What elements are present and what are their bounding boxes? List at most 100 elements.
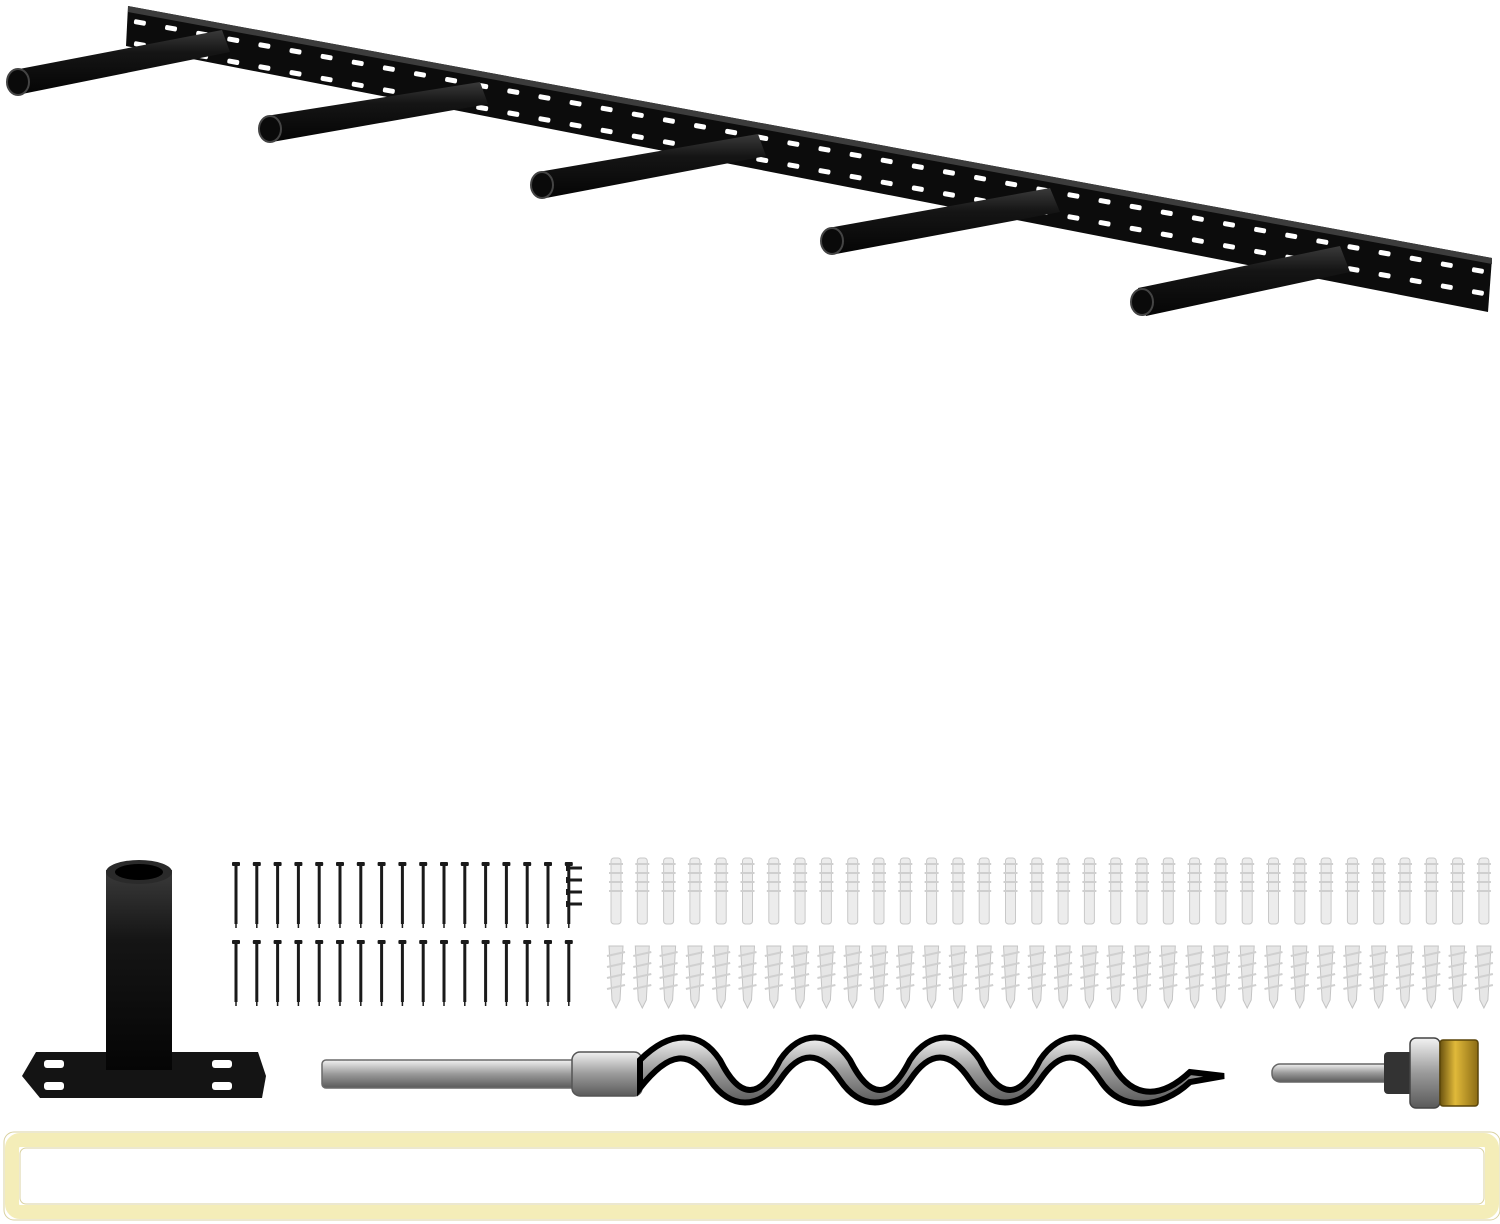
drywall-anchor (1343, 945, 1362, 1010)
screw (502, 940, 511, 1006)
slot-hole (662, 117, 675, 124)
screw (356, 862, 365, 928)
drywall-anchor (633, 945, 652, 1010)
drywall-anchor (1211, 945, 1231, 1010)
screw (252, 862, 261, 928)
slot-hole (1160, 231, 1173, 239)
plastic-anchor (1292, 857, 1307, 925)
slot-hole (787, 140, 800, 147)
plastic-wall-anchors (609, 857, 1491, 925)
slot-hole (1440, 283, 1453, 290)
slot-hole (351, 81, 364, 89)
auger-drill-bit (321, 1034, 1225, 1107)
slot-hole (320, 75, 333, 83)
drywall-anchor (1001, 945, 1020, 1010)
slot-hole (1471, 289, 1484, 296)
bracket-back-bar (126, 6, 1492, 312)
plastic-anchor (1319, 857, 1334, 925)
slot-hole (289, 48, 302, 55)
screw (315, 940, 324, 1006)
drywall-anchor (1316, 945, 1336, 1010)
screw (294, 862, 303, 928)
plastic-anchor (845, 857, 860, 925)
slot-hole (662, 139, 675, 146)
slot-hole (538, 116, 551, 123)
auger-spiral (637, 1034, 1225, 1107)
slot-hole (1222, 243, 1236, 250)
slot-hole (569, 122, 582, 129)
slot-hole (756, 156, 769, 164)
plastic-anchor (1266, 857, 1281, 925)
drywall-anchor (817, 945, 836, 1010)
slot-hole (413, 71, 426, 78)
slot-hole (1005, 180, 1018, 188)
slot-hole (320, 53, 333, 61)
slot-hole (476, 104, 489, 112)
plastic-anchor (924, 857, 939, 925)
drywall-anchor (896, 945, 915, 1010)
plastic-anchor (635, 857, 650, 925)
slot-hole (1098, 220, 1111, 227)
slot-hole (1191, 237, 1204, 244)
slot-hole (942, 191, 955, 198)
plastic-anchor (1424, 857, 1439, 925)
slot-hole (725, 128, 738, 136)
screw (336, 862, 344, 928)
drywall-anchor (843, 945, 862, 1010)
slot-hole (911, 163, 924, 170)
screw (523, 940, 532, 1006)
slot-hole (1440, 261, 1453, 268)
slot-hole (227, 36, 240, 43)
slot-hole (1378, 250, 1391, 257)
slot-hole (1347, 244, 1360, 251)
bracket-rod-3 (530, 134, 766, 199)
drywall-anchor (1159, 945, 1178, 1010)
plastic-anchor (609, 857, 623, 925)
drywall-anchor (1132, 945, 1152, 1010)
screw (273, 940, 282, 1006)
slot-hole (1191, 215, 1204, 222)
slot-hole (165, 25, 178, 32)
screw (523, 862, 532, 928)
slot-hole (942, 169, 955, 176)
plastic-anchor (766, 857, 781, 925)
drywall-anchor (1290, 945, 1310, 1010)
slot-hole (600, 105, 613, 113)
floating-shelf-bracket (6, 6, 1492, 316)
slot-hole (849, 173, 862, 181)
slot-hole (1316, 238, 1329, 245)
slot-hole (1067, 192, 1080, 199)
plastic-anchor (1476, 857, 1491, 925)
plastic-anchor (977, 857, 992, 925)
mounting-plate-base (22, 1052, 266, 1098)
drywall-anchor (659, 945, 678, 1010)
screw (481, 862, 490, 928)
slot-hole (538, 94, 551, 101)
screw (273, 862, 282, 928)
mounting-sleeve (106, 870, 172, 1070)
slot-hole (818, 168, 831, 175)
plastic-anchor (1398, 857, 1412, 925)
slot-hole (1254, 226, 1267, 234)
screw (502, 862, 511, 928)
drywall-anchor (1237, 945, 1257, 1010)
drywall-anchor (948, 945, 968, 1010)
plastic-anchor (1371, 857, 1386, 925)
drywall-anchor (1422, 945, 1441, 1010)
plastic-anchor (1003, 857, 1018, 925)
screw (460, 862, 469, 928)
plastic-anchor (1450, 857, 1465, 925)
slot-hole (1409, 255, 1422, 263)
slot-hole (1129, 203, 1142, 211)
slot-hole (258, 42, 271, 49)
slot-hole (818, 146, 831, 153)
slot-hole (1098, 198, 1111, 205)
slot-hole (1347, 266, 1360, 273)
screw (398, 862, 407, 928)
screw (377, 940, 386, 1006)
screw (232, 862, 240, 928)
slot-hole (880, 157, 893, 165)
drywall-anchor (764, 945, 784, 1010)
drywall-anchor (711, 945, 731, 1010)
slot-hole (787, 162, 800, 169)
